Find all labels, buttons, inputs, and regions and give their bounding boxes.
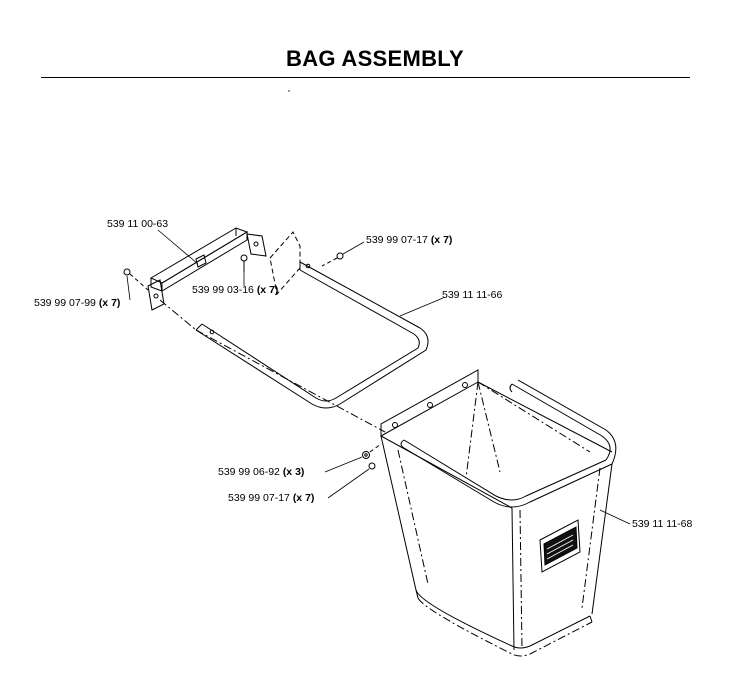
part-label-screw: 539 99 03-16 (x 7)	[192, 284, 279, 296]
part-label-bag: 539 11 11-68	[632, 518, 693, 530]
page-title: BAG ASSEMBLY	[286, 46, 464, 71]
part-label-nut-bottom: 539 99 07-17 (x 7)	[228, 492, 315, 504]
u-frame	[195, 261, 429, 409]
part-label-washer: 539 99 06-92 (x 3)	[218, 466, 305, 478]
phantom-plane	[269, 231, 301, 296]
bolt-top-left	[123, 268, 149, 291]
mounting-bracket	[147, 227, 267, 311]
collection-bag	[380, 369, 617, 657]
alignment-line-1	[159, 299, 197, 331]
part-label-bracket: 539 11 00-63	[107, 218, 169, 230]
alignment-line-2	[195, 329, 386, 433]
washer-and-nut	[362, 443, 382, 470]
nut-top	[321, 252, 344, 267]
part-label-bolt-top: 539 99 07-99 (x 7)	[34, 297, 121, 309]
title-rule	[41, 77, 690, 78]
part-label-frame: 539 11 11-66	[442, 289, 503, 301]
leader-lines	[126, 229, 631, 525]
part-label-nut-top: 539 99 07-17 (x 7)	[366, 234, 453, 246]
